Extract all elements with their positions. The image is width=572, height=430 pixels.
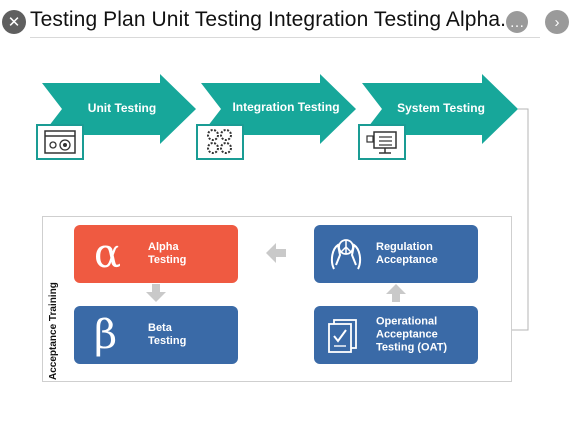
title-divider	[30, 37, 540, 38]
gears-icon	[196, 124, 244, 160]
next-arrow-icon[interactable]: ›	[545, 10, 569, 34]
regulation-acceptance-label: Regulation Acceptance	[376, 241, 438, 266]
peace-hands-icon	[328, 235, 364, 276]
down-arrow	[146, 284, 166, 302]
title-bar: ✕ Testing Plan Unit Testing Integration …	[0, 0, 572, 40]
beta-testing-box: β Beta Testing	[74, 306, 238, 364]
close-icon[interactable]: ✕	[2, 10, 26, 34]
operational-acceptance-box: Operational Acceptance Testing (OAT)	[314, 306, 478, 364]
operational-acceptance-label: Operational Acceptance Testing (OAT)	[376, 315, 448, 354]
regulation-acceptance-box: Regulation Acceptance	[314, 225, 478, 283]
stage-label-integration: Integration Testing	[232, 100, 340, 114]
more-icon[interactable]: …	[506, 11, 528, 33]
beta-testing-label: Beta Testing	[148, 322, 187, 347]
flow-arrows	[146, 243, 406, 302]
alpha-testing-box: α Alpha Testing	[74, 225, 238, 283]
left-arrow	[266, 243, 286, 263]
slide-canvas: Unit Testing Integration Testing System …	[0, 40, 572, 430]
beta-symbol-icon: β	[94, 312, 118, 358]
alpha-symbol-icon: α	[94, 231, 122, 277]
web-settings-icon	[36, 124, 84, 160]
monitor-checklist-icon	[358, 124, 406, 160]
page-title: Testing Plan Unit Testing Integration Te…	[30, 8, 518, 31]
stage-label-system: System Testing	[397, 101, 485, 115]
document-check-icon	[326, 316, 360, 357]
stage-label-unit: Unit Testing	[87, 101, 157, 115]
alpha-testing-label: Alpha Testing	[148, 241, 187, 266]
up-arrow	[386, 284, 406, 302]
